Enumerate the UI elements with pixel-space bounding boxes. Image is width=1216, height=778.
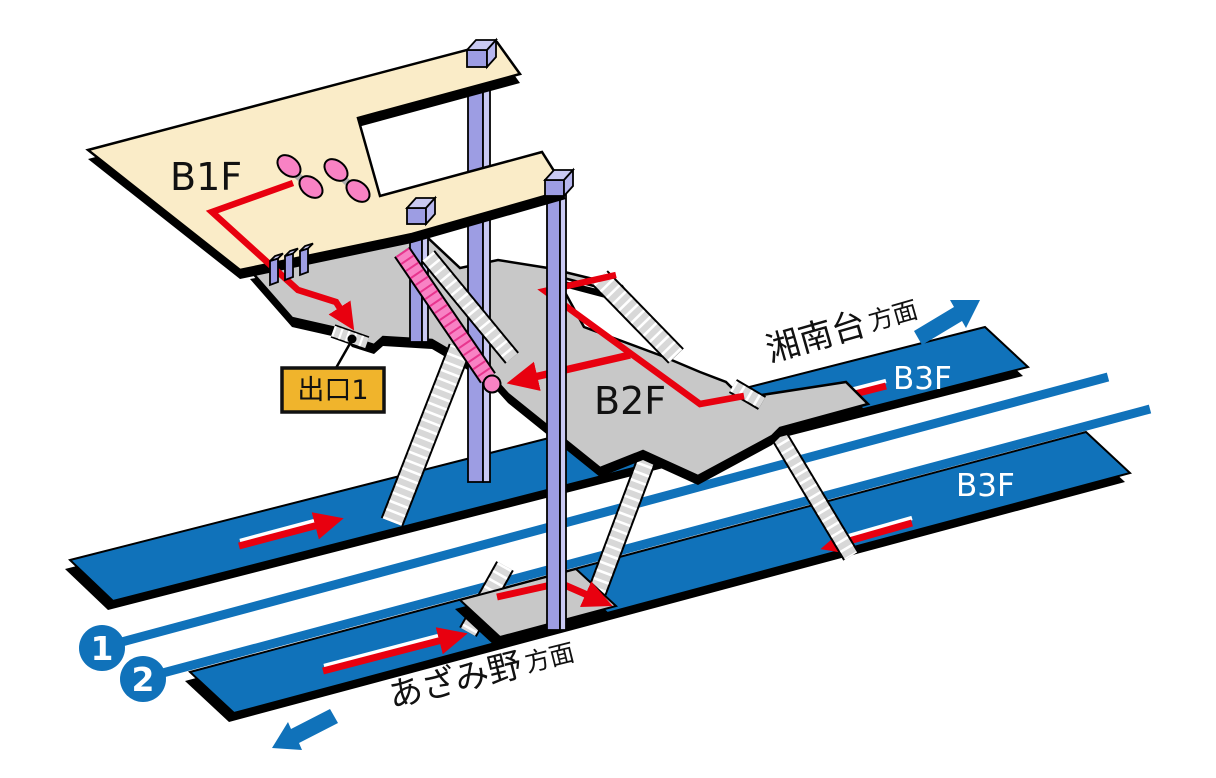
stairs-extension-to-platform2: [770, 429, 859, 561]
escalator-band: [394, 246, 502, 394]
exit-point-dot: [347, 334, 357, 344]
track-badges: 1 2: [79, 625, 166, 702]
b1f-label: B1F: [170, 155, 242, 199]
route-b1f-to-exit: [205, 179, 355, 331]
track-2-badge: [120, 656, 166, 702]
stairs-b2f-to-platform1: [592, 270, 684, 364]
pillar-cap-center: [542, 167, 576, 199]
arrow-platform2-to-stairs: [820, 519, 913, 555]
b1f-layer: B1F: [85, 40, 568, 331]
escalator-motor-housing: [298, 175, 324, 199]
escalator-motor-housing: [276, 154, 302, 178]
azamino-direction-arrow: [272, 709, 338, 750]
escalator-upper-ends: [276, 154, 371, 203]
ticket-gates: [269, 242, 314, 287]
track-1-number: 1: [91, 629, 114, 668]
b1f-floor: [85, 40, 568, 272]
track-2-number: 2: [132, 660, 155, 699]
escalator-motor-housing: [345, 179, 371, 203]
exit-callout: 出口1: [280, 324, 386, 414]
stairs-b1f-to-b2f: [421, 250, 519, 364]
pillar-cap-north: [464, 37, 499, 70]
stairs-platform1-to-west-concourse: [380, 343, 472, 527]
b2f-label: B2F: [594, 379, 666, 423]
pillar-center-tall: [546, 193, 567, 631]
escalator-lower-end: [482, 374, 502, 394]
pillar-caps: [404, 37, 576, 227]
b3f-lower-label: B3F: [956, 468, 1015, 504]
shonandai-direction-arrow: [914, 300, 980, 345]
pillar-cap-west: [404, 195, 438, 227]
track-2-line: [157, 404, 1152, 679]
exit-label: 出口1: [297, 375, 368, 406]
b3f-upper-label: B3F: [893, 361, 952, 397]
track-lines: [116, 372, 1152, 679]
arrow-platform2-left: [322, 627, 468, 675]
ticket-gate: [284, 252, 294, 282]
transfer-landing: [457, 567, 619, 639]
exit-label-box: [280, 366, 386, 414]
ticket-gate: [299, 247, 309, 277]
stairs-landing-right: [587, 452, 658, 596]
escalator-motor-housing: [323, 158, 349, 182]
route-b2f-main: [537, 271, 745, 408]
steps-extension-to-platform1: [728, 379, 767, 410]
mid-stairs-layer: [380, 246, 519, 527]
lower-stairs-layer: [455, 429, 859, 646]
track-1-badge: [79, 625, 125, 671]
exit-leader-line: [334, 339, 354, 369]
track-1-line: [116, 372, 1110, 648]
arrow-platform1-left: [238, 512, 344, 550]
pillar-north: [467, 63, 491, 483]
ticket-gate: [269, 257, 279, 287]
